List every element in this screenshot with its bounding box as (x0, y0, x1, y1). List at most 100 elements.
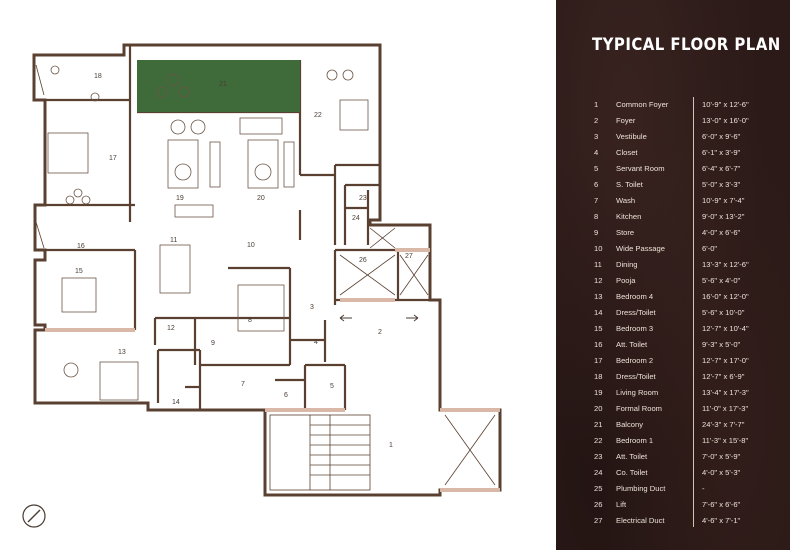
legend-name: Servant Room (616, 164, 665, 173)
legend-num: 7 (594, 196, 599, 205)
legend-name: Wide Passage (616, 244, 665, 253)
legend-num: 15 (594, 324, 603, 333)
legend-name: Dress/Toilet (616, 308, 656, 317)
legend-dim: 16'-0" x 12'-0" (702, 292, 749, 301)
legend-row: 27 Electrical Duct 4'-6" x 7'-1" (594, 513, 784, 529)
room-number: 2 (378, 329, 382, 336)
legend-name: Pooja (616, 276, 636, 285)
legend-name: Bedroom 2 (616, 356, 654, 365)
room-numbers: 1 2 3 4 5 6 7 8 9 10 11 12 13 14 15 16 1… (75, 73, 413, 449)
legend-dim: 5'-6" x 4'-0" (702, 276, 741, 285)
room-number: 6 (284, 392, 288, 399)
legend-row: 12 Pooja 5'-6" x 4'-0" (594, 273, 784, 289)
legend-dim: 5'-6" x 10'-0" (702, 308, 745, 317)
legend-name: Formal Room (616, 404, 662, 413)
room-number: 23 (359, 195, 367, 202)
legend-name: Dining (616, 260, 638, 269)
legend-name: Att. Toilet (616, 340, 648, 349)
legend-name: Vestibule (616, 132, 647, 141)
legend-name: Att. Toilet (616, 452, 648, 461)
legend-num: 14 (594, 308, 603, 317)
room-number: 18 (94, 73, 102, 80)
legend-dim: 4'-0" x 6'-6" (702, 228, 741, 237)
legend-row: 3 Vestibule 6'-0" x 9'-6" (594, 129, 784, 145)
legend-dim: 24'-3" x 7'-7" (702, 420, 745, 429)
room-number: 11 (170, 237, 177, 244)
furniture (47, 65, 369, 401)
legend-num: 3 (594, 132, 599, 141)
legend-num: 2 (594, 116, 599, 125)
legend-dim: 12'-7" x 17'-0" (702, 356, 749, 365)
legend-dim: - (702, 484, 705, 493)
legend-name: Wash (616, 196, 636, 205)
room-number: 16 (77, 243, 85, 250)
legend-name: Living Room (616, 388, 659, 397)
room-number: 12 (167, 325, 175, 332)
legend-name: Dress/Toilet (616, 372, 656, 381)
legend-name: Bedroom 4 (616, 292, 654, 301)
room-number: 7 (241, 381, 245, 388)
legend-name: Foyer (616, 116, 636, 125)
floor-plan: 1 2 3 4 5 6 7 8 9 10 11 12 13 14 15 16 1… (22, 43, 502, 528)
legend-name: S. Toilet (616, 180, 643, 189)
room-number: 20 (257, 195, 265, 202)
legend-num: 10 (594, 244, 603, 253)
legend-num: 26 (594, 500, 603, 509)
room-number: 19 (176, 195, 184, 202)
north-arrow-icon (22, 504, 46, 528)
legend-row: 23 Att. Toilet 7'-0" x 5'-9" (594, 449, 784, 465)
room-number: 17 (109, 155, 117, 162)
legend-dim: 7'-0" x 5'-9" (702, 452, 741, 461)
room-number: 9 (211, 340, 215, 347)
legend-name: Lift (616, 500, 627, 509)
legend-name: Co. Toilet (616, 468, 648, 477)
balcony-fill (137, 60, 300, 112)
legend-dim: 11'-3" x 15'-8" (702, 436, 749, 445)
legend-num: 4 (594, 148, 599, 157)
room-number: 27 (405, 253, 413, 260)
room-number: 22 (314, 112, 322, 119)
legend-dim: 9'-0" x 13'-2" (702, 212, 745, 221)
legend-row: 13 Bedroom 4 16'-0" x 12'-0" (594, 289, 784, 305)
legend-name: Plumbing Duct (616, 484, 666, 493)
legend-num: 17 (594, 356, 603, 365)
legend-dim: 12'-7" x 6'-9" (702, 372, 745, 381)
legend-num: 13 (594, 292, 603, 301)
staircase (35, 64, 496, 491)
legend-name: Bedroom 3 (616, 324, 654, 333)
legend-dim: 9'-3" x 5'-0" (702, 340, 741, 349)
legend-dim: 5'-0" x 3'-3" (702, 180, 741, 189)
legend-row: 26 Lift 7'-6" x 6'-6" (594, 497, 784, 513)
legend-dim: 7'-6" x 6'-6" (702, 500, 741, 509)
legend-num: 20 (594, 404, 603, 413)
legend-num: 12 (594, 276, 603, 285)
legend-name: Balcony (616, 420, 644, 429)
legend-name: Common Foyer (616, 100, 669, 109)
room-number: 1 (389, 442, 393, 449)
legend-num: 21 (594, 420, 603, 429)
legend-name: Electrical Duct (616, 516, 665, 525)
legend-dim: 6'-0" x 9'-6" (702, 132, 741, 141)
legend-name: Closet (616, 148, 638, 157)
legend-dim: 6'-4" x 6'-7" (702, 164, 741, 173)
legend-dim: 10'-9" x 7'-4" (702, 196, 745, 205)
legend-num: 23 (594, 452, 603, 461)
legend-num: 11 (594, 260, 602, 269)
legend-dim: 4'-6" x 7'-1" (702, 516, 741, 525)
room-number: 15 (75, 268, 83, 275)
legend-row: 11 Dining 13'-3" x 12'-6" (594, 257, 784, 273)
legend-dim: 13'-3" x 12'-6" (702, 260, 749, 269)
legend-num: 19 (594, 388, 603, 397)
legend-num: 27 (594, 516, 603, 525)
